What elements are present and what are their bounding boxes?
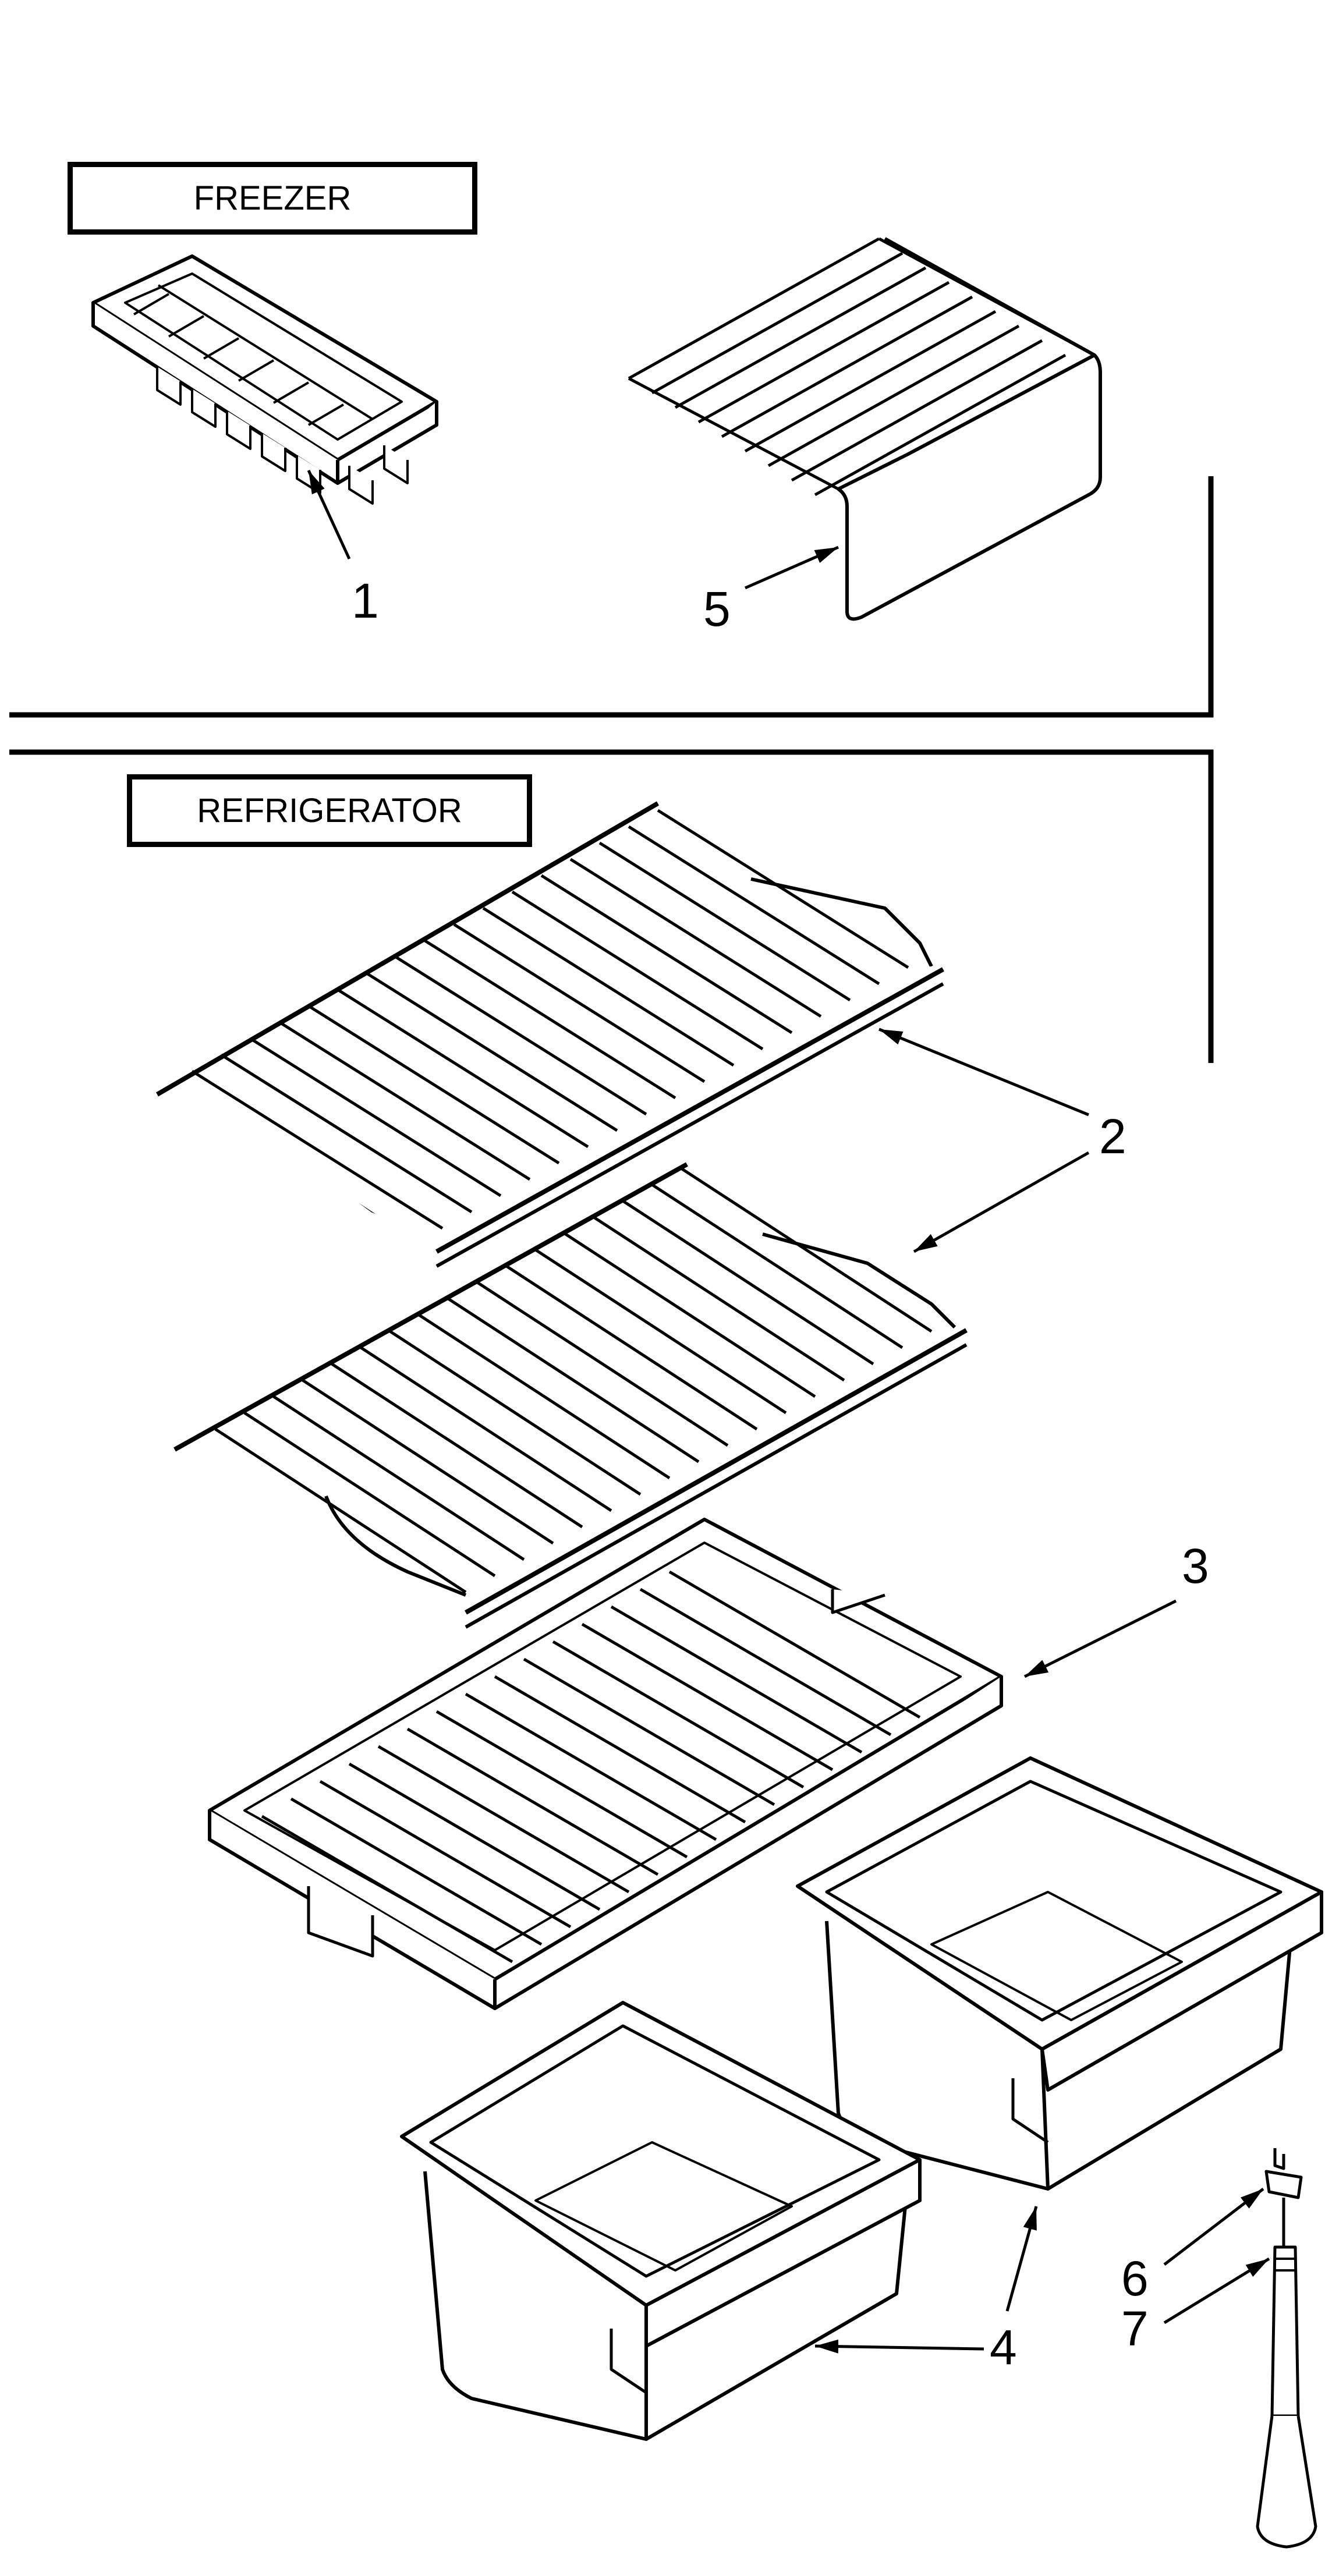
callout-2-arrow-lower xyxy=(913,1151,1090,1253)
callout-6-arrow xyxy=(1163,2188,1264,2266)
section-dividers xyxy=(9,476,1214,1063)
callout-6-label: 6 xyxy=(1121,2251,1149,2306)
callout-2-label: 2 xyxy=(1099,1109,1126,1164)
leveling-leg-illustration xyxy=(1256,2148,1317,2549)
refrigerator-section-label: REFRIGERATOR xyxy=(127,774,532,847)
callout-1-arrow xyxy=(307,469,351,560)
callout-3-arrow xyxy=(1023,1599,1177,1678)
callout-3-label: 3 xyxy=(1182,1539,1209,1593)
crisper-cover-illustration xyxy=(208,1518,1003,2010)
callout-7-label: 7 xyxy=(1121,2301,1149,2356)
ice-tray-illustration xyxy=(91,254,438,505)
callout-5-arrow xyxy=(744,545,839,590)
callout-2-arrow-upper xyxy=(878,1027,1089,1117)
callout-4-arrow-right xyxy=(1005,2206,1038,2312)
callout-7-arrow xyxy=(1163,2257,1270,2325)
wire-shelf-upper-illustration xyxy=(155,801,944,1268)
crisper-drawer-left-illustration xyxy=(400,2001,922,2441)
freezer-section-label: FREEZER xyxy=(68,162,477,235)
freezer-shelf-illustration xyxy=(628,237,1102,621)
wire-shelf-lower-illustration xyxy=(173,1162,968,1629)
callout-4-arrow-left xyxy=(814,2339,984,2354)
callout-5-label: 5 xyxy=(703,582,731,636)
crisper-drawer-right-illustration xyxy=(796,1756,1323,2191)
callout-4-label: 4 xyxy=(990,2320,1017,2375)
callout-1-label: 1 xyxy=(352,573,379,628)
